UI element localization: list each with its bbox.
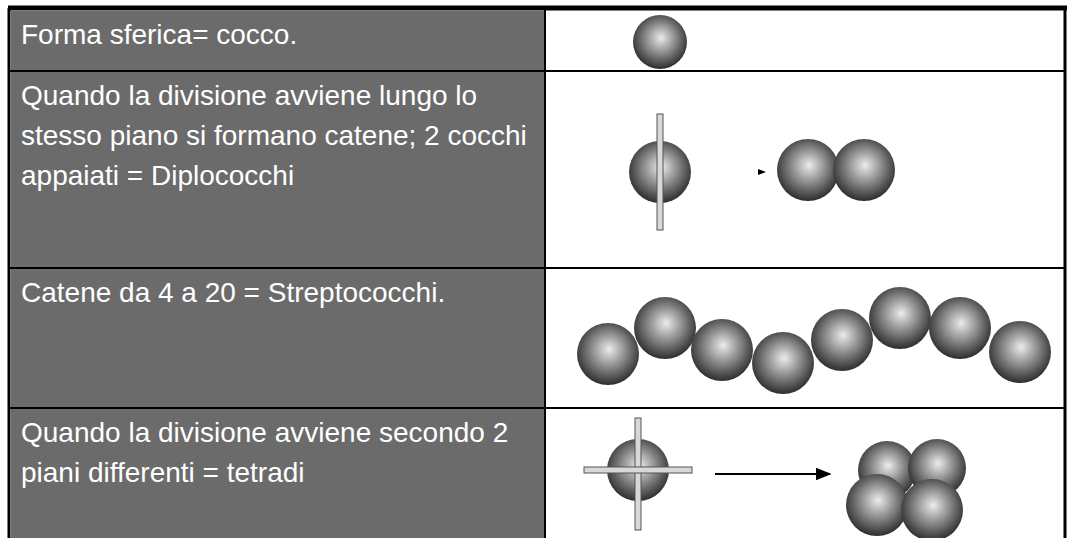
streptococcus-chain	[577, 287, 1051, 394]
tetrad	[846, 439, 966, 538]
table-cell: Quando la divisione avviene secondo 2 pi…	[11, 409, 544, 538]
arrow-symbol	[758, 169, 766, 175]
table-cell-text: Catene da 4 a 20 = Streptococchi.	[21, 273, 534, 313]
table-grid	[8, 8, 1067, 538]
table-cell: Quando la divisione avviene lungo lo ste…	[11, 72, 544, 267]
coccus-sphere	[777, 139, 839, 201]
division-plane	[657, 114, 663, 230]
coccus-sphere	[633, 15, 687, 69]
division-plane	[584, 467, 692, 473]
coccus-sphere	[833, 139, 895, 201]
table-cell-text: Quando la divisione avviene lungo lo ste…	[21, 76, 534, 196]
division-plane	[635, 418, 641, 530]
arrow-symbol	[715, 473, 830, 475]
table-cell: Forma sferica= cocco.	[11, 11, 544, 70]
table-cell-text: Quando la divisione avviene secondo 2 pi…	[21, 413, 534, 493]
table-cell-text: Forma sferica= cocco.	[21, 15, 534, 55]
table-cell: Catene da 4 a 20 = Streptococchi.	[11, 269, 544, 407]
